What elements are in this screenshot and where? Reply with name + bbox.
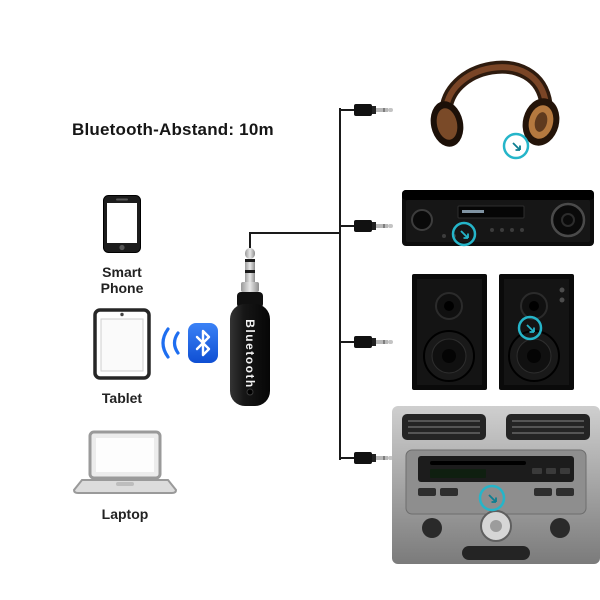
aux-plug-icon — [354, 452, 393, 464]
laptop-label: Laptop — [101, 506, 149, 522]
receiver-label: Bluetooth — [243, 319, 257, 389]
smartphone-icon — [103, 195, 141, 253]
aux-plug-icon — [354, 104, 393, 116]
aux-port-highlight — [451, 221, 477, 247]
smartphone-label: Smart Phone — [100, 264, 144, 296]
device-laptop: Laptop — [70, 430, 180, 522]
receiver-cable-vertical — [249, 232, 251, 248]
device-tablet: Tablet — [92, 308, 152, 406]
av-receiver-image — [402, 190, 594, 247]
aux-port-highlight — [517, 315, 543, 341]
tablet-label: Tablet — [101, 390, 143, 406]
laptop-icon — [72, 430, 178, 494]
signal-waves-icon — [161, 327, 180, 359]
bluetooth-logo-icon — [161, 323, 218, 363]
signal-bus-line — [339, 108, 341, 460]
speakers-image — [412, 274, 574, 390]
headphones-image — [430, 60, 560, 160]
receiver-cable-horizontal — [249, 232, 341, 234]
branch-line-headphones — [341, 109, 355, 111]
aux-port-highlight — [502, 132, 530, 160]
aux-plug-icon — [354, 220, 393, 232]
branch-line-speakers — [341, 341, 355, 343]
branch-line-car — [341, 457, 355, 459]
car-stereo-image — [392, 406, 600, 564]
branch-line-av-receiver — [341, 225, 355, 227]
aux-plug-icon — [354, 336, 393, 348]
tablet-icon — [93, 308, 151, 380]
bluetooth-receiver: Bluetooth — [230, 248, 270, 406]
aux-port-highlight — [478, 484, 506, 512]
bluetooth-range-label: Bluetooth-Abstand: 10m — [72, 120, 274, 139]
device-smartphone: Smart Phone — [92, 194, 152, 296]
aux-jack-tip-icon — [241, 248, 259, 292]
